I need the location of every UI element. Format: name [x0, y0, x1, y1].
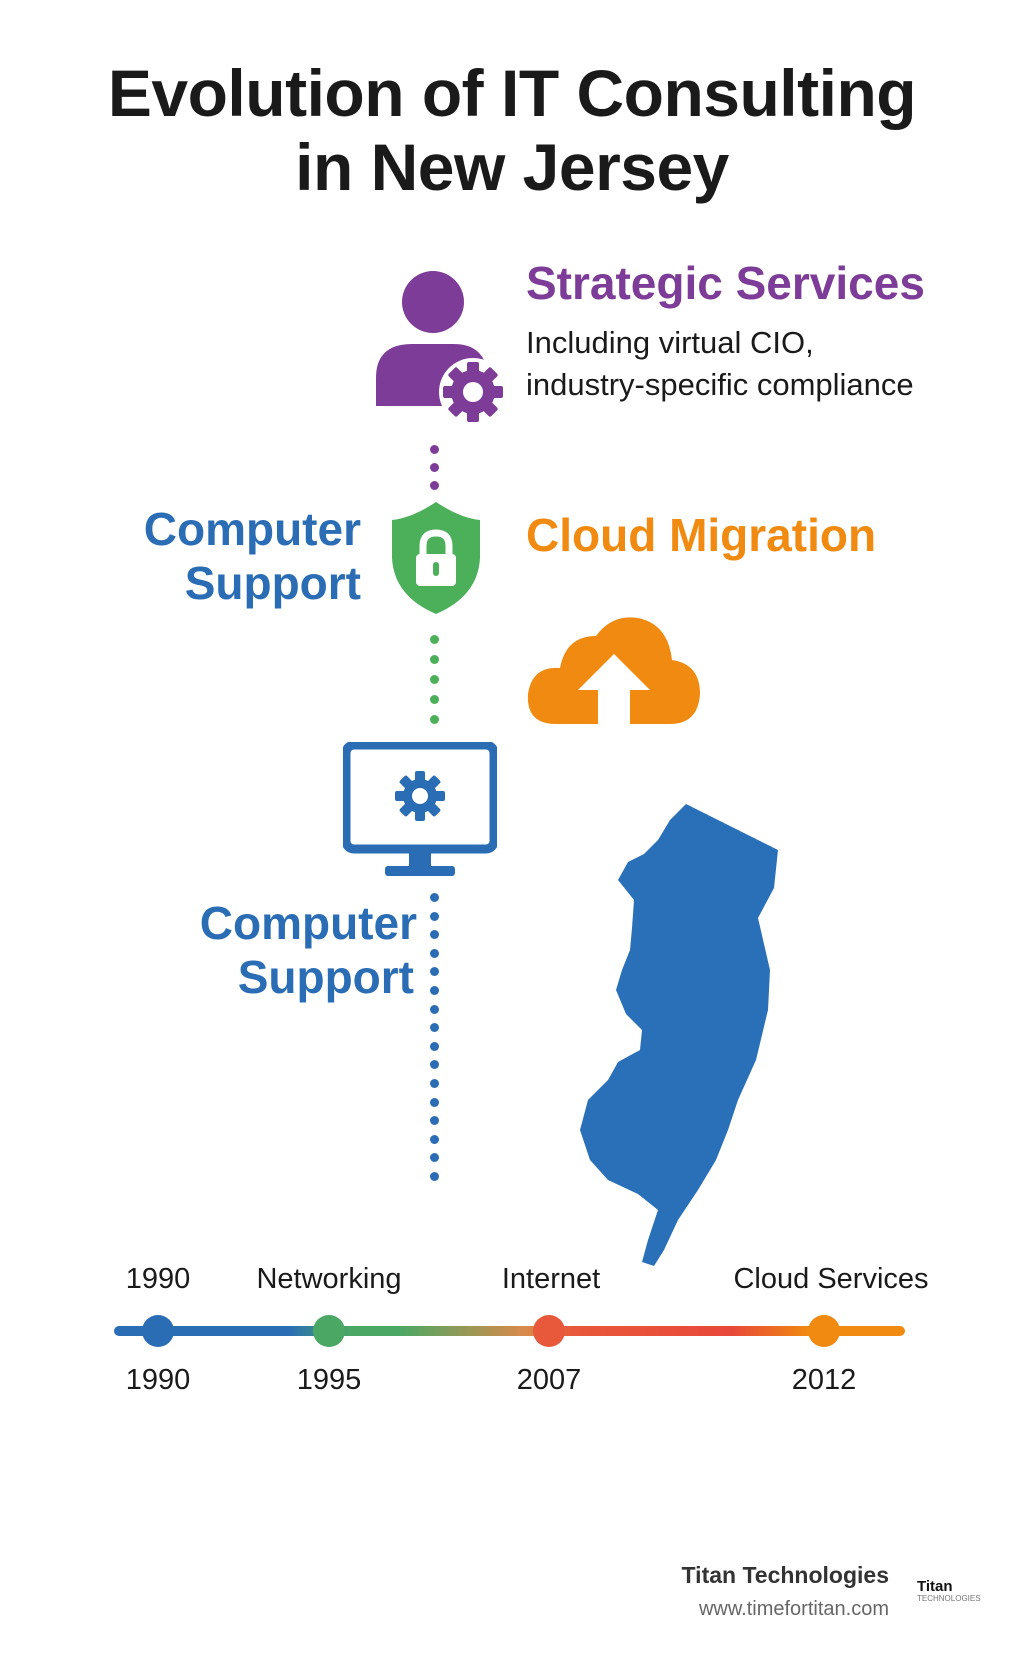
timeline-year: 2007 — [516, 1364, 582, 1396]
timeline-bar — [114, 1326, 905, 1336]
shield-lock-icon — [392, 502, 480, 614]
connector-dot — [430, 463, 439, 472]
strategic-services-desc-line1: Including virtual CIO, — [526, 325, 814, 360]
connector-dot — [430, 1041, 439, 1051]
connector-dot — [430, 1134, 439, 1144]
connector-dot — [430, 481, 439, 490]
connector-dot — [430, 1079, 439, 1088]
connector-dot — [430, 655, 439, 664]
connector-dot — [430, 715, 439, 724]
timeline-year: 1990 — [125, 1364, 191, 1396]
timeline-top-label: 1990 — [125, 1263, 191, 1295]
computer-support-upper-line2: Support — [184, 557, 361, 609]
connector-dot — [430, 1153, 439, 1163]
strategic-services-desc-line2: industry-specific compliance — [526, 367, 914, 402]
connector-dot — [430, 695, 439, 704]
timeline-node-2012 — [808, 1315, 840, 1347]
footer-company: Titan Technologies — [681, 1562, 889, 1588]
connector-dot — [430, 635, 439, 644]
connector-dot — [430, 675, 439, 684]
connector-dot — [430, 1023, 439, 1033]
strategic-services-heading: Strategic Services — [526, 257, 925, 309]
connector-dot — [430, 911, 439, 921]
footer-url[interactable]: www.timefortitan.com — [698, 1598, 889, 1620]
connector-dot — [430, 967, 439, 977]
connector-dot — [430, 445, 439, 454]
logo-sub: TECHNOLOGIES — [917, 1594, 981, 1603]
connector-dot — [430, 1060, 439, 1070]
page-title-line1: Evolution of IT Consulting — [107, 56, 917, 130]
connector-dot — [430, 1097, 439, 1107]
timeline-year: 2012 — [791, 1364, 857, 1396]
timeline-node-1995 — [313, 1315, 345, 1347]
titan-logo: Titan TECHNOLOGIES — [917, 1578, 981, 1603]
timeline-node-2007 — [533, 1315, 565, 1347]
computer-support-upper-line1: Computer — [143, 503, 361, 555]
computer-support-lower-line1: Computer — [199, 897, 417, 949]
logo-text: Titan — [917, 1578, 953, 1595]
timeline-top-label: Internet — [501, 1263, 601, 1295]
connector-dot — [430, 1004, 439, 1014]
timeline-node-1990 — [142, 1315, 174, 1347]
connector-dot — [430, 1172, 439, 1181]
monitor-gear-icon — [343, 742, 497, 876]
timeline-top-label: Cloud Services — [733, 1263, 929, 1295]
timeline-top-label: Networking — [256, 1263, 402, 1295]
connector-dot — [430, 986, 439, 995]
user-gear-icon — [376, 271, 504, 424]
connector-dot — [430, 930, 439, 940]
timeline-year: 1995 — [296, 1364, 362, 1396]
cloud-upload-icon — [527, 617, 700, 724]
new-jersey-map — [580, 804, 778, 1266]
page-title-line2: in New Jersey — [295, 130, 729, 204]
connector-dot — [430, 948, 439, 958]
computer-support-lower-line2: Support — [237, 951, 414, 1003]
connector-dot — [430, 1116, 439, 1126]
connector-dot — [430, 893, 439, 902]
cloud-migration-heading: Cloud Migration — [526, 509, 877, 561]
